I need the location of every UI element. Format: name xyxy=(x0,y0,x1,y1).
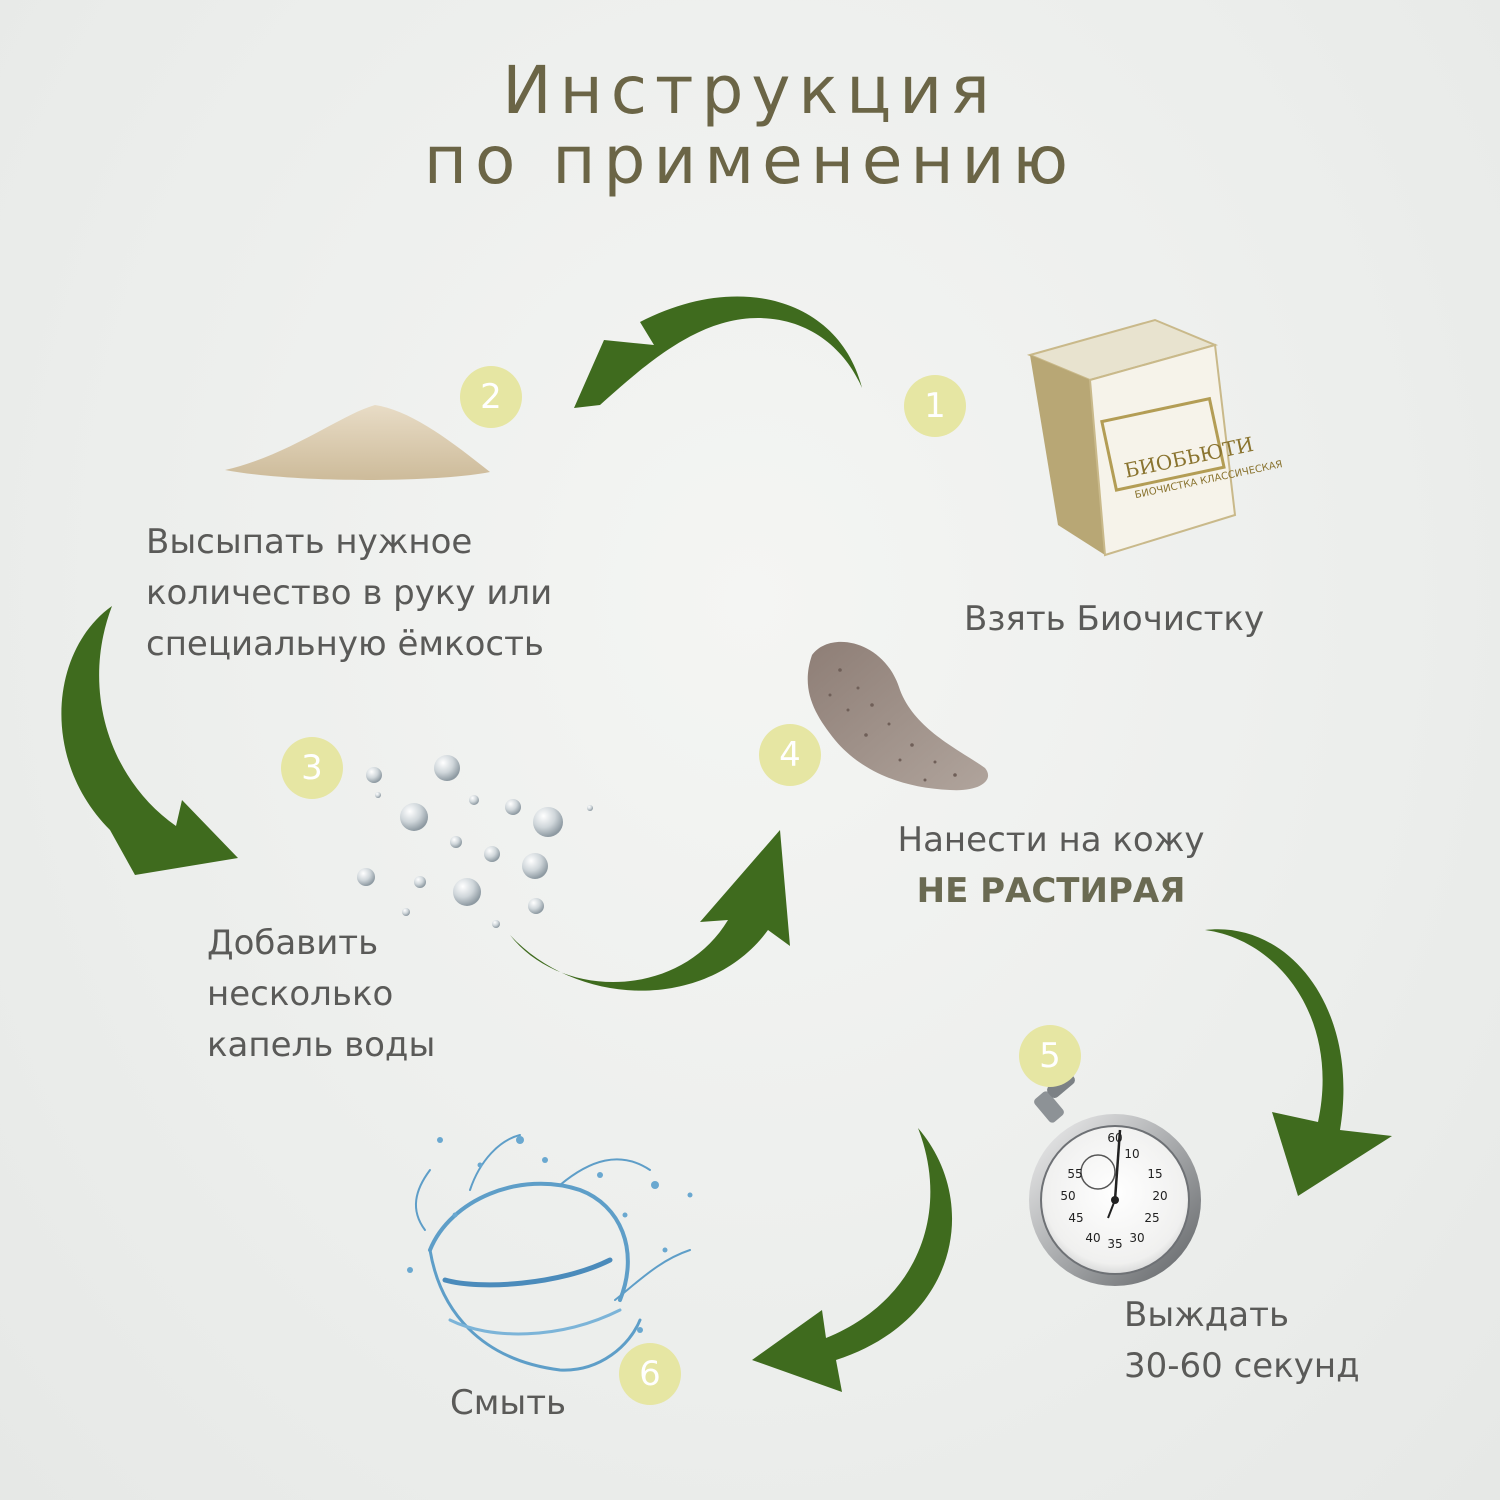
step-2-line-2: количество в руку или xyxy=(146,573,553,613)
step-2-line-3: специальную ёмкость xyxy=(146,624,544,664)
step-4-line-1: Нанести на кожу xyxy=(897,820,1205,860)
arrow-3-to-4 xyxy=(510,830,790,991)
page-title-line2: по применению xyxy=(423,122,1077,199)
step-6-badge: 6 xyxy=(619,1343,681,1405)
step-5-caption: Выждать 30-60 секунд xyxy=(1124,1290,1360,1392)
step-3-line-1: Добавить xyxy=(207,923,379,963)
powder-pile-icon xyxy=(225,405,490,480)
step-4-emphasis: НЕ РАСТИРАЯ xyxy=(916,871,1186,911)
step-6-caption: Смыть xyxy=(450,1378,566,1429)
step-4-caption: Нанести на кожу НЕ РАСТИРАЯ xyxy=(881,815,1221,917)
step-4-badge: 4 xyxy=(759,724,821,786)
svg-text:35: 35 xyxy=(1107,1237,1122,1251)
svg-text:10: 10 xyxy=(1124,1147,1139,1161)
svg-text:50: 50 xyxy=(1060,1189,1075,1203)
step-2-badge: 2 xyxy=(460,366,522,428)
step-3-line-3: капель воды xyxy=(207,1025,436,1065)
arrow-2-to-3 xyxy=(61,606,238,875)
step-1-caption: Взять Биочистку xyxy=(964,594,1264,645)
arrow-4-to-5 xyxy=(1205,929,1392,1196)
svg-text:40: 40 xyxy=(1085,1231,1100,1245)
step-2-caption: Высыпать нужное количество в руку или сп… xyxy=(146,517,552,670)
svg-text:15: 15 xyxy=(1147,1167,1162,1181)
step-6-line-1: Смыть xyxy=(450,1383,567,1423)
svg-text:20: 20 xyxy=(1152,1189,1167,1203)
paste-smear-icon xyxy=(807,641,989,791)
arrow-5-to-6 xyxy=(752,1128,953,1392)
svg-text:30: 30 xyxy=(1129,1231,1144,1245)
step-2-line-1: Высыпать нужное xyxy=(146,522,473,562)
step-3-line-2: несколько xyxy=(207,974,394,1014)
page-title-line1: Инструкция xyxy=(502,52,998,129)
step-3-caption: Добавить несколько капель воды xyxy=(207,918,435,1071)
step-5-badge: 5 xyxy=(1019,1025,1081,1087)
step-1-badge: 1 xyxy=(904,375,966,437)
water-drops-icon xyxy=(357,755,593,928)
step-1-line-1: Взять Биочистку xyxy=(964,599,1265,639)
step-3-badge: 3 xyxy=(281,737,343,799)
water-splash-icon xyxy=(407,1134,693,1372)
step-5-line-1: Выждать xyxy=(1124,1295,1289,1335)
svg-text:55: 55 xyxy=(1067,1167,1082,1181)
step-5-line-2: 30-60 секунд xyxy=(1124,1346,1360,1386)
product-box-icon: БИОБЬЮТИ БИОЧИСТКА КЛАССИЧЕСКАЯ xyxy=(1026,318,1284,557)
arrow-1-to-2 xyxy=(574,296,862,408)
svg-text:45: 45 xyxy=(1068,1211,1083,1225)
svg-text:25: 25 xyxy=(1144,1211,1159,1225)
